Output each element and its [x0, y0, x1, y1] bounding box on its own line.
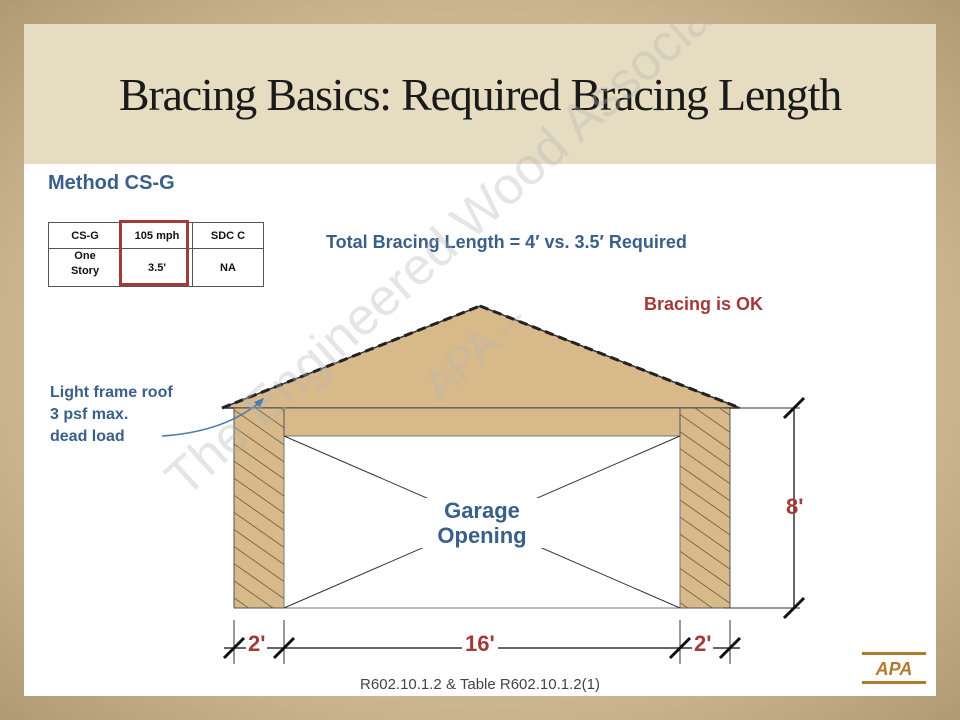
table-cell: 105 mph	[121, 222, 193, 249]
logo-text: APA	[875, 659, 913, 679]
roof-note-line: 3 psf max.	[50, 406, 129, 423]
right-wall-panel	[679, 407, 731, 609]
garage-label-line: Opening	[437, 523, 527, 548]
method-label: Method CS-G	[48, 172, 175, 194]
code-reference: R602.10.1.2 & Table R602.10.1.2(1)	[360, 676, 600, 693]
title-band	[24, 24, 936, 164]
roof-note: Light frame roof 3 psf max. dead load	[50, 382, 173, 448]
cs-g-table: CS-G 105 mph SDC C One Story 3.5' NA	[48, 222, 264, 287]
roof	[221, 305, 741, 409]
table-cell-text: Story	[70, 265, 100, 277]
roof-note-line: dead load	[50, 428, 125, 445]
roof-edge	[221, 304, 481, 410]
left-wall-panel	[233, 407, 285, 609]
header-beam	[233, 407, 731, 437]
table-cell: SDC C	[192, 222, 264, 249]
left-width-label: 2'	[246, 631, 268, 657]
apa-logo: APA	[862, 652, 926, 684]
right-width-label: 2'	[692, 631, 714, 657]
slide-title: Bracing Basics: Required Bracing Length	[118, 69, 842, 120]
note-arrowhead	[254, 398, 264, 408]
table-cell: 3.5'	[121, 248, 193, 287]
slide: Bracing Basics: Required Bracing Length …	[24, 24, 936, 696]
note-arrow	[161, 401, 261, 437]
table-cell: CS-G	[48, 222, 122, 249]
roof-note-line: Light frame roof	[50, 384, 173, 401]
table-cell-text: One	[74, 250, 96, 262]
roof-edge	[479, 304, 741, 410]
height-dimension-label: 8'	[786, 494, 804, 519]
bracing-ok-text: Bracing is OK	[644, 294, 764, 314]
opening-width-label: 16'	[462, 631, 498, 657]
garage-diagram	[161, 304, 806, 664]
garage-label-line: Garage	[444, 498, 520, 523]
total-bracing-text: Total Bracing Length = 4′ vs. 3.5′ Requi…	[326, 232, 687, 252]
table-cell: NA	[192, 248, 264, 287]
highlight-box	[119, 220, 189, 286]
garage-opening-label: Garage Opening	[394, 498, 570, 548]
